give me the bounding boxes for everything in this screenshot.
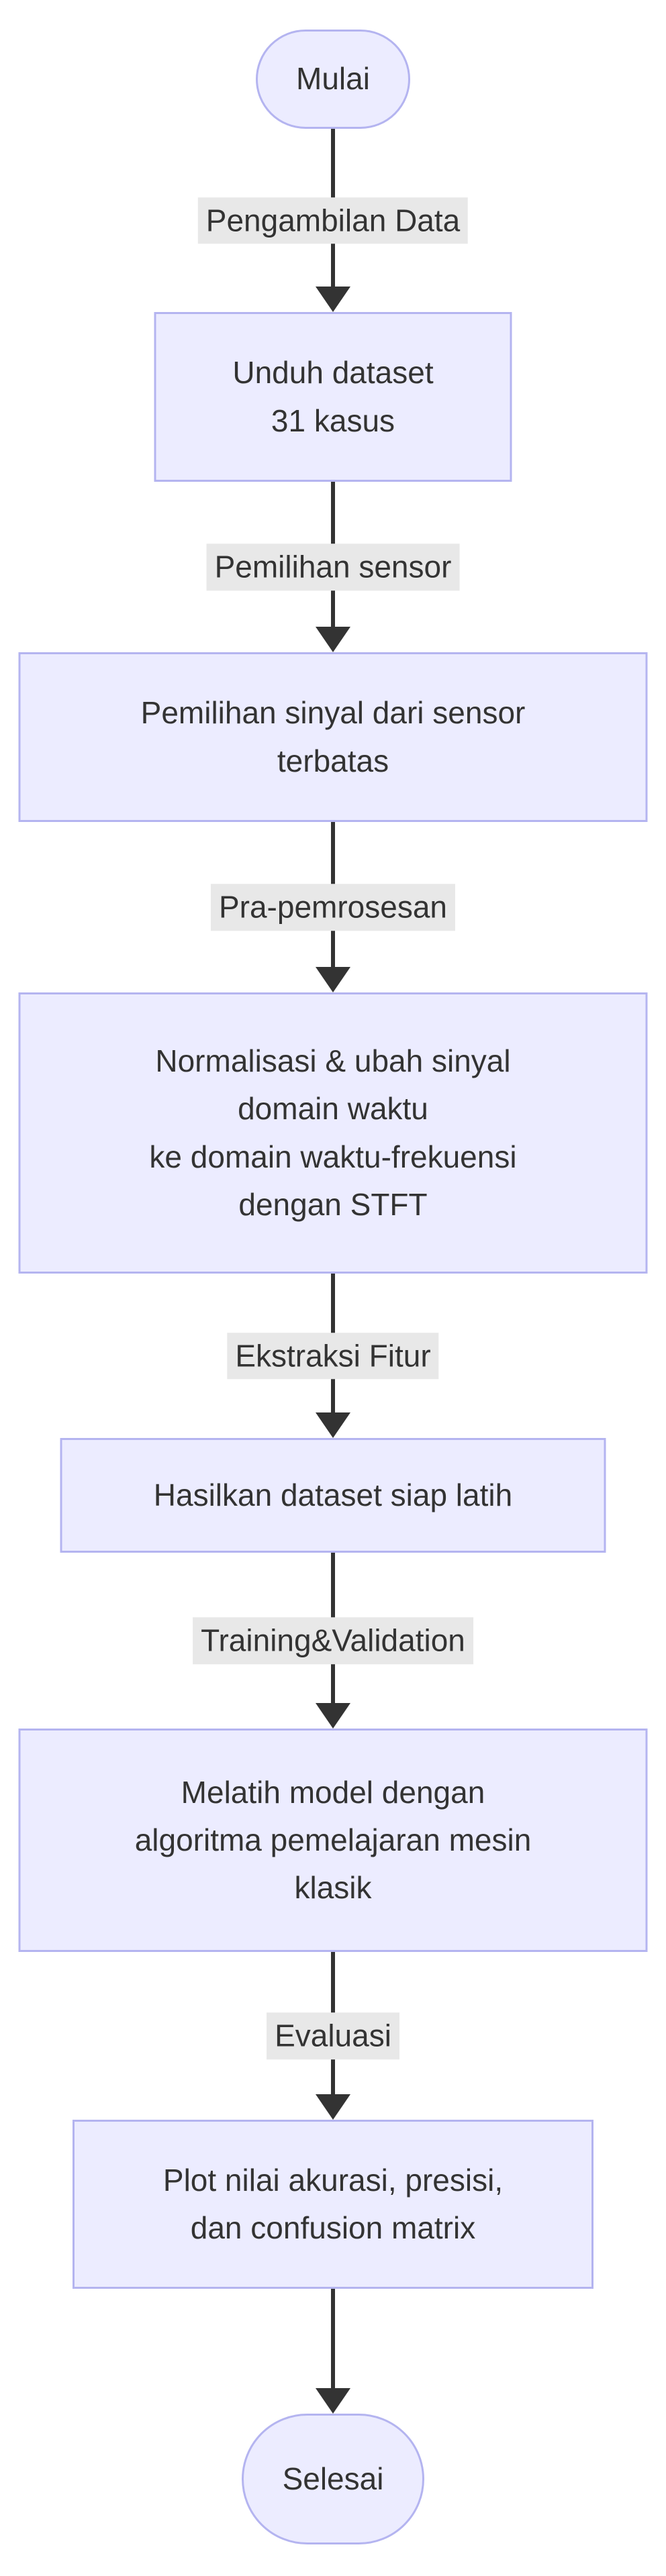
edge-label-training-validation: Training&Validation — [193, 1617, 473, 1664]
edge-label-pemilihan-sensor: Pemilihan sensor — [206, 544, 460, 590]
arrowhead-icon — [316, 967, 350, 992]
process-box-label: Pemilihan sinyal dari sensor terbatas — [140, 695, 526, 778]
process-box-label: Melatih model dengan algoritma pemelajar… — [134, 1774, 532, 1906]
process-box-train-model: Melatih model dengan algoritma pemelajar… — [18, 1729, 648, 1952]
start-node: Mulai — [256, 30, 410, 129]
edge-pemilihan-sensor: Pemilihan sensor — [98, 482, 568, 652]
arrowhead-icon — [316, 1703, 350, 1729]
edge-to-end — [98, 2289, 568, 2414]
edge-pengambilan-data: Pengambilan Data — [98, 129, 568, 312]
edge-label-ekstraksi-fitur: Ekstraksi Fitur — [227, 1332, 439, 1380]
end-node-label: Selesai — [282, 2461, 384, 2496]
process-box-label: Unduh dataset 31 kasus — [232, 355, 434, 438]
edge-pra-pemrosesan: Pra-pemrosesan — [98, 822, 568, 992]
arrowhead-icon — [316, 2094, 350, 2120]
arrowhead-icon — [316, 287, 350, 312]
edge-label-evaluasi: Evaluasi — [267, 2012, 399, 2059]
edge-label-pra-pemrosesan: Pra-pemrosesan — [210, 884, 456, 931]
edge-line — [331, 2289, 335, 2395]
process-box-plot-results: Plot nilai akurasi, presisi, dan confusi… — [73, 2120, 593, 2289]
process-box-preprocessing: Normalisasi & ubah sinyal domain waktu k… — [18, 992, 648, 1274]
arrowhead-icon — [316, 627, 350, 652]
process-box-dataset-ready: Hasilkan dataset siap latih — [60, 1438, 606, 1553]
process-box-signal-selection: Pemilihan sinyal dari sensor terbatas — [18, 652, 648, 822]
process-box-label: Normalisasi & ubah sinyal domain waktu k… — [149, 1043, 517, 1222]
edge-ekstraksi-fitur: Ekstraksi Fitur — [98, 1274, 568, 1438]
edge-training-validation: Training&Validation — [98, 1553, 568, 1729]
edge-evaluasi: Evaluasi — [98, 1952, 568, 2120]
edge-label-pengambilan-data: Pengambilan Data — [197, 197, 469, 244]
arrowhead-icon — [316, 1412, 350, 1438]
process-box-label: Hasilkan dataset siap latih — [153, 1477, 513, 1512]
process-box-download-dataset: Unduh dataset 31 kasus — [154, 312, 512, 482]
start-node-label: Mulai — [296, 61, 370, 97]
end-node: Selesai — [242, 2414, 424, 2544]
process-box-label: Plot nilai akurasi, presisi, dan confusi… — [162, 2162, 504, 2245]
arrowhead-icon — [316, 2388, 350, 2414]
